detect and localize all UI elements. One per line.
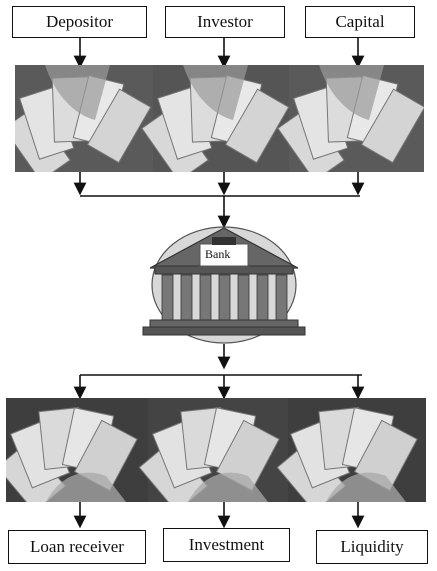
destination-label-liquidity: Liquidity <box>340 537 403 557</box>
destination-box-liquidity: Liquidity <box>316 530 428 564</box>
destination-box-investment: Investment <box>163 528 290 562</box>
destination-label-loan-receiver: Loan receiver <box>30 537 124 557</box>
banknotes-fan-bottom <box>6 398 426 502</box>
banknotes-photo-bottom <box>6 398 426 502</box>
destination-label-investment: Investment <box>189 535 265 555</box>
bank-label: Bank <box>205 247 230 262</box>
destination-box-loan-receiver: Loan receiver <box>8 530 146 564</box>
